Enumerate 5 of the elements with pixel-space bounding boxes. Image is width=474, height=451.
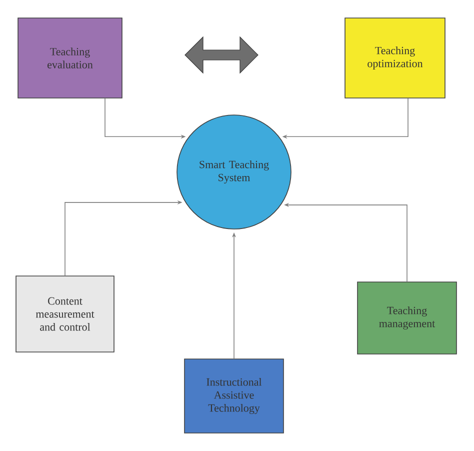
process-box: Teaching evaluation [18, 18, 122, 98]
process-box: Instructional Assistive Technology [184, 358, 284, 434]
process-box: Content measurement and control [16, 276, 114, 352]
process-box: Teaching optimization [344, 18, 446, 98]
process-box: Teaching management [357, 282, 457, 354]
